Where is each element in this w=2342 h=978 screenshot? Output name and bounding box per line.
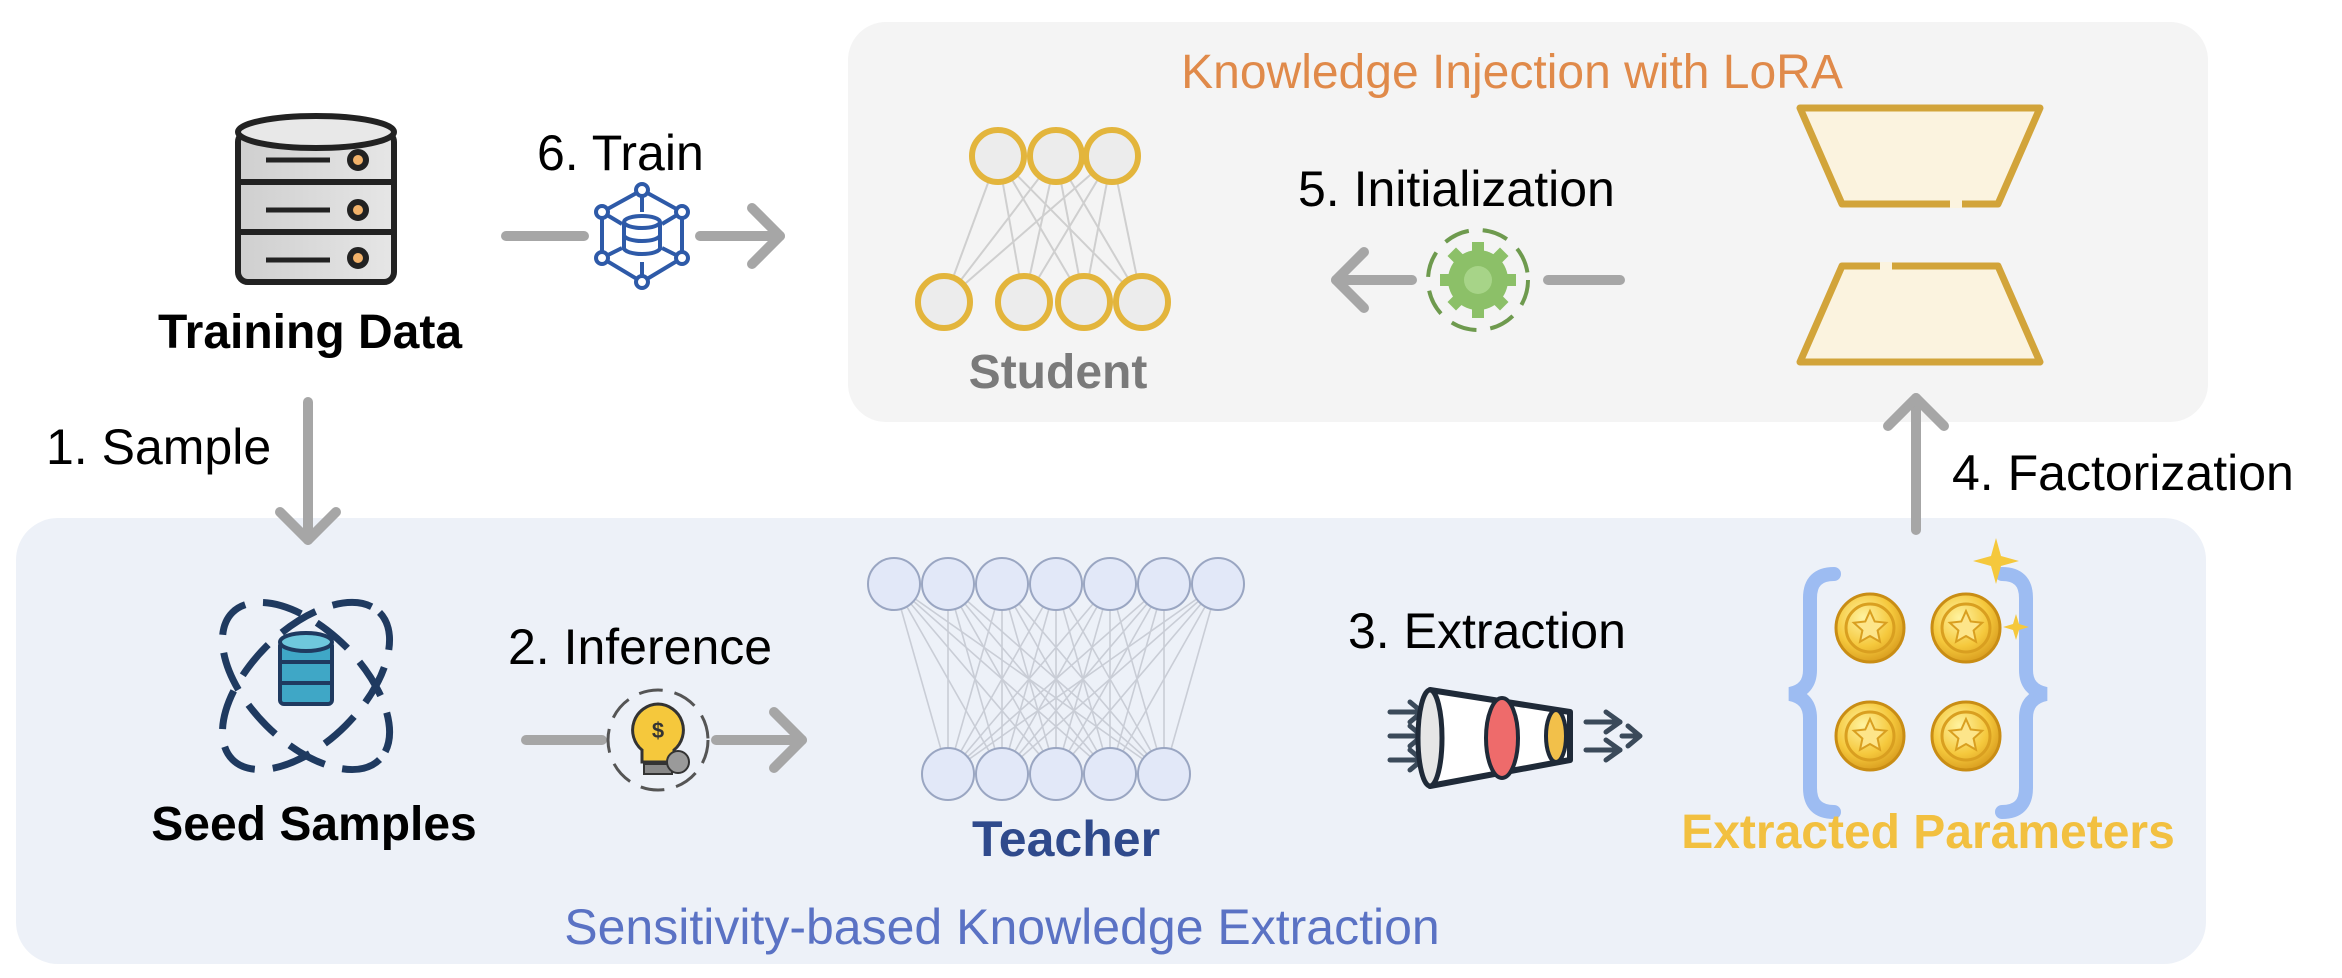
teacher-node [1191,557,1245,611]
sample-arrow [275,397,341,545]
student-node [1113,273,1171,331]
extraction-panel-title: Sensitivity-based Knowledge Extraction [564,899,1439,955]
seed-samples-label: Seed Samples [151,798,477,851]
step-initialization-label: 5. Initialization [1298,161,1615,217]
student-node [1083,127,1141,185]
step-train-label: 6. Train [537,125,704,181]
teacher-node [921,557,975,611]
extracted-parameters-label: Extracted Parameters [1681,806,2175,859]
student-network [915,127,1171,331]
student-node [969,127,1027,185]
factorization-arrow [1883,393,1949,535]
coin-set-icon [1788,538,2048,819]
student-node [915,273,973,331]
teacher-node [975,747,1029,801]
training-data-label: Training Data [158,306,462,359]
teacher-network [867,557,1245,801]
teacher-node [1137,557,1191,611]
lora-panel-title: Knowledge Injection with LoRA [1181,46,1843,99]
database-icon [235,113,397,285]
teacher-label: Teacher [972,811,1160,867]
train-arrow [501,203,785,269]
initialization-arrow [1331,247,1625,313]
teacher-node [975,557,1029,611]
extraction-panel [16,518,2206,964]
coin [1930,700,2002,772]
teacher-node [867,557,921,611]
student-node [1027,127,1085,185]
funnel-icon [1387,687,1643,789]
teacher-node [1083,747,1137,801]
step-inference-label: 2. Inference [508,619,772,675]
coin [1834,592,1906,664]
lora-adapter-icon [1796,104,2044,366]
teacher-node [1083,557,1137,611]
orbit-database-icon [218,598,394,774]
teacher-node [1029,557,1083,611]
student-label: Student [969,346,1148,399]
svg-text:$: $ [652,718,664,743]
lightbulb-gear-icon: $ [606,688,710,792]
coin [1834,700,1906,772]
inference-arrow [521,707,807,773]
gear-cycle-icon [1426,228,1530,332]
teacher-node [1137,747,1191,801]
train-network-icon [594,182,690,290]
step-sample-label: 1. Sample [46,419,271,475]
step-extraction-label: 3. Extraction [1348,603,1626,659]
teacher-node [921,747,975,801]
teacher-node [1029,747,1083,801]
step-factorization-label: 4. Factorization [1952,445,2294,501]
student-node [995,273,1053,331]
lora-gaps [1880,200,1962,270]
coin [1930,592,2002,664]
student-node [1055,273,1113,331]
